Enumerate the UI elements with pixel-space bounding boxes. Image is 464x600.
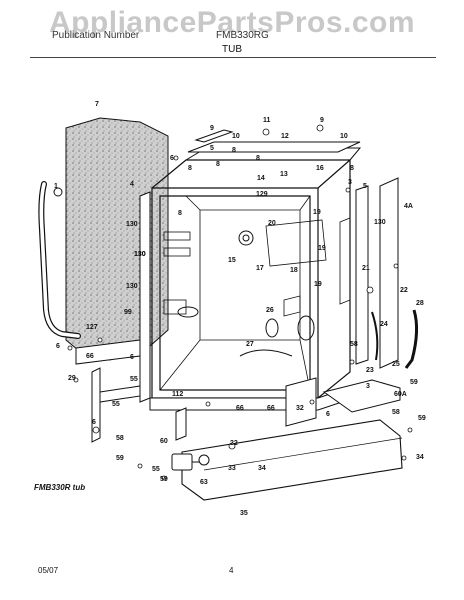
callout-19: 19 xyxy=(314,281,322,288)
callout-27: 27 xyxy=(246,341,254,348)
callout-22: 22 xyxy=(230,440,238,447)
callout-25: 25 xyxy=(392,361,400,368)
callout-26: 26 xyxy=(266,307,274,314)
callout-8: 8 xyxy=(178,210,182,217)
callout-66: 66 xyxy=(236,405,244,412)
callout-55: 55 xyxy=(130,376,138,383)
fasteners xyxy=(67,124,413,481)
callout-130: 130 xyxy=(134,251,146,258)
callout-11: 11 xyxy=(263,117,271,124)
callout-6: 6 xyxy=(170,155,174,162)
callout-16: 16 xyxy=(316,165,324,172)
callout-58: 58 xyxy=(350,341,358,348)
tub-body xyxy=(151,147,362,399)
callout-8: 8 xyxy=(350,165,354,172)
header-rule xyxy=(30,57,436,58)
callout-55: 55 xyxy=(152,466,160,473)
top-rail xyxy=(187,129,361,153)
callout-130: 130 xyxy=(126,221,138,228)
footer-model-label: FMB330R tub xyxy=(34,483,86,492)
callout-58: 58 xyxy=(116,435,124,442)
callout-7: 7 xyxy=(95,101,99,108)
callout-24: 24 xyxy=(380,321,388,328)
callout-6: 6 xyxy=(92,419,96,426)
toe-panel xyxy=(181,419,403,501)
callout-8: 8 xyxy=(216,161,220,168)
section-title: TUB xyxy=(222,44,242,55)
callout-59: 59 xyxy=(116,455,124,462)
footer-page-number: 4 xyxy=(229,566,234,575)
callout-15: 15 xyxy=(228,257,236,264)
callout-19: 19 xyxy=(313,209,321,216)
callout-18: 18 xyxy=(290,267,298,274)
right-side-frame xyxy=(355,177,399,369)
callout-5: 5 xyxy=(363,183,367,190)
callout-14: 14 xyxy=(257,175,265,182)
callout-66: 66 xyxy=(86,353,94,360)
callout-66: 66 xyxy=(267,405,275,412)
callout-32: 32 xyxy=(296,405,304,412)
callout-17: 17 xyxy=(256,265,264,272)
callout-3: 3 xyxy=(366,383,370,390)
callout-8: 8 xyxy=(188,165,192,172)
callout-99: 99 xyxy=(124,309,132,316)
callout-59: 59 xyxy=(418,415,426,422)
callout-20: 20 xyxy=(268,220,276,227)
base-frame xyxy=(75,339,401,443)
internal-components xyxy=(177,217,351,357)
callout-28: 28 xyxy=(416,300,424,307)
water-valve xyxy=(171,453,210,471)
callout-129: 129 xyxy=(256,191,268,198)
footer-date: 05/07 xyxy=(38,566,59,575)
callout-59: 59 xyxy=(410,379,418,386)
callout-4: 4 xyxy=(130,181,134,188)
model-number: FMB330RG xyxy=(216,30,269,41)
callout-19: 19 xyxy=(318,245,326,252)
callout-13: 13 xyxy=(280,171,288,178)
callout-59: 59 xyxy=(160,476,168,483)
watermark: AppliancePartsPros.com xyxy=(48,6,416,39)
callout-29: 29 xyxy=(68,375,76,382)
callout-8: 8 xyxy=(232,147,236,154)
callout-9: 9 xyxy=(320,117,324,124)
callout-10: 10 xyxy=(340,133,348,140)
callout-1: 1 xyxy=(54,183,58,190)
callout-130: 130 xyxy=(134,251,146,258)
callout-6: 6 xyxy=(130,354,134,361)
door-spring-arm xyxy=(404,309,419,369)
left-side-frame xyxy=(139,191,151,403)
callout-58: 58 xyxy=(392,409,400,416)
callout-63: 63 xyxy=(200,479,208,486)
callout-60: 60 xyxy=(160,438,168,445)
hose-clamp xyxy=(53,187,63,197)
callout-55: 55 xyxy=(112,401,120,408)
callout-22: 22 xyxy=(400,287,408,294)
callout-35: 35 xyxy=(240,510,248,517)
callout-12: 12 xyxy=(281,133,289,140)
callout-60A: 60A xyxy=(394,391,407,398)
publication-label: Publication Number xyxy=(52,30,140,41)
callout-6: 6 xyxy=(326,411,330,418)
callout-130: 130 xyxy=(126,283,138,290)
callout-21: 21 xyxy=(362,265,370,272)
callout-130: 130 xyxy=(374,219,386,226)
callout-9: 9 xyxy=(210,125,214,132)
callout-112: 112 xyxy=(172,391,183,398)
callout-23: 23 xyxy=(366,367,374,374)
callout-3: 3 xyxy=(348,179,352,186)
callout-8: 8 xyxy=(256,155,260,162)
insulation-blanket xyxy=(65,117,169,361)
callout-34: 34 xyxy=(416,454,424,461)
callout-6: 6 xyxy=(56,343,60,350)
callout-33: 33 xyxy=(228,465,236,472)
callout-127: 127 xyxy=(86,324,98,331)
callout-34: 34 xyxy=(258,465,266,472)
door-link xyxy=(371,311,379,361)
callout-10: 10 xyxy=(232,133,240,140)
callout-4A: 4A xyxy=(404,203,413,210)
callout-5: 5 xyxy=(210,145,214,152)
